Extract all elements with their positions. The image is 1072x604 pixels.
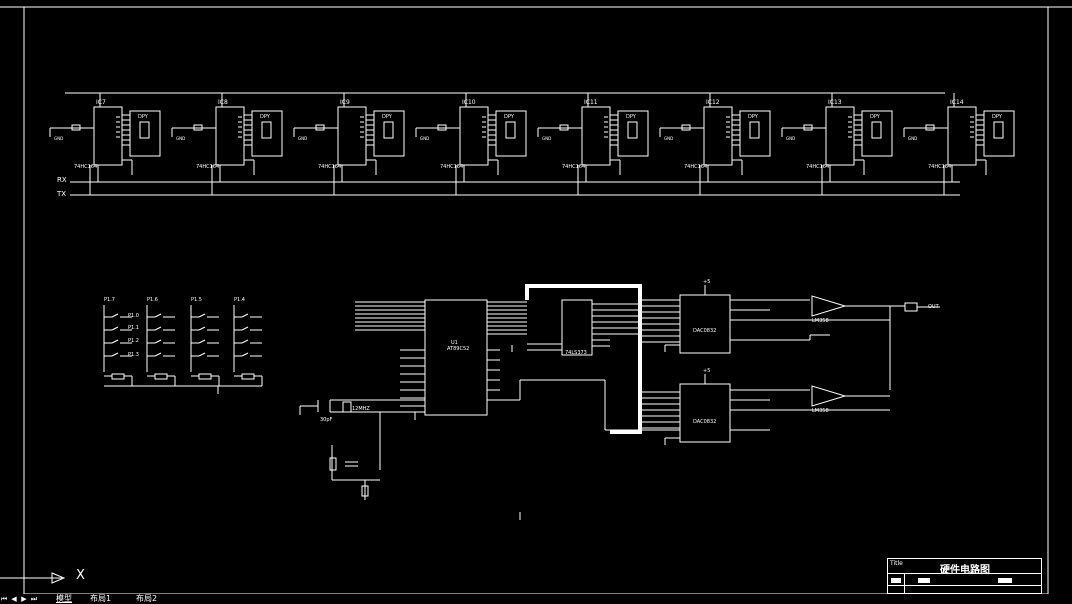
display-unit: IC14 74HC164 DPY GND: [903, 93, 1015, 195]
net-rx-label: RX: [57, 176, 67, 184]
display-digit-label: DPY: [504, 114, 515, 120]
dac1-chip-label: DAC0832: [693, 328, 717, 334]
display-gnd-label: GND: [54, 136, 63, 141]
tab-first-icon[interactable]: ⏮: [0, 595, 8, 603]
mcu-section: [299, 285, 940, 520]
display-ref-label: IC8: [218, 99, 228, 106]
net-tx-label: TX: [57, 190, 67, 198]
key-label-3: P1.3: [128, 352, 139, 358]
dac2-vcc-label: +5: [703, 368, 711, 374]
display-ref-label: IC13: [828, 99, 842, 106]
display-chip-label: 74HC164: [196, 164, 219, 170]
key-label-0: P1.0: [128, 313, 139, 319]
keypad: [103, 305, 263, 394]
title-block-field: [998, 578, 1012, 583]
dac1-vcc-label: +5: [703, 279, 711, 285]
dac2-chip-label: DAC0832: [693, 419, 717, 425]
key-group-label-2: P1.5: [191, 297, 202, 303]
keypad-column: [233, 305, 263, 386]
title-block-field: [918, 578, 930, 583]
title-block-divider: [904, 573, 905, 593]
key-label-1: P1.1: [128, 325, 139, 331]
ucs-x-label: X: [76, 568, 85, 583]
latch-chip-label: 74LS373: [565, 350, 587, 356]
display-gnd-label: GND: [176, 136, 185, 141]
display-units: IC7 74HC164 DPY GND IC8 74HC164 DPY GND IC9 74HC1…: [49, 93, 1015, 195]
display-chip-label: 74HC164: [806, 164, 829, 170]
display-digit-label: DPY: [138, 114, 149, 120]
title-block-divider: [888, 585, 1041, 586]
display-digit-label: DPY: [992, 114, 1003, 120]
key-group-label-0: P1.7: [104, 297, 115, 303]
display-unit: IC12 74HC164 DPY GND: [659, 93, 771, 195]
display-gnd-label: GND: [908, 136, 917, 141]
tab-layout2[interactable]: 布局2: [136, 594, 158, 603]
title-block-label: Title: [890, 560, 903, 567]
ucs-icon: [0, 572, 66, 584]
display-gnd-label: GND: [298, 136, 307, 141]
display-chip-label: 74HC164: [440, 164, 463, 170]
display-chip-label: 74HC164: [684, 164, 707, 170]
display-gnd-label: GND: [420, 136, 429, 141]
display-gnd-label: GND: [786, 136, 795, 141]
tab-model[interactable]: 模型: [56, 594, 72, 603]
display-ref-label: IC12: [706, 99, 720, 106]
mcu-ref-label: U1: [451, 340, 458, 346]
cap-label: 30pF: [320, 417, 333, 423]
key-group-label-3: P1.4: [234, 297, 245, 303]
crystal-label: 12MHZ: [352, 406, 370, 412]
display-chip-label: 74HC164: [74, 164, 97, 170]
display-ref-label: IC10: [462, 99, 476, 106]
title-block: Title 硬件电路图: [887, 558, 1042, 594]
display-unit: IC7 74HC164 DPY GND: [49, 93, 161, 195]
title-block-title: 硬件电路图: [940, 565, 990, 576]
title-block-field: [891, 578, 901, 583]
opamp2-label: LM358: [812, 408, 829, 414]
display-chain: [65, 92, 960, 196]
out-label: OUT: [928, 304, 939, 310]
data-bus: [525, 284, 642, 434]
display-unit: IC8 74HC164 DPY GND: [171, 93, 283, 195]
display-ref-label: IC11: [584, 99, 598, 106]
display-chip-label: 74HC164: [928, 164, 951, 170]
display-unit: IC9 74HC164 DPY GND: [293, 93, 405, 195]
tab-next-icon[interactable]: ▶: [21, 595, 27, 603]
key-group-label-1: P1.6: [147, 297, 158, 303]
display-unit: IC13 74HC164 DPY GND: [781, 93, 893, 195]
display-ref-label: IC9: [340, 99, 350, 106]
display-gnd-label: GND: [542, 136, 551, 141]
title-block-divider: [888, 573, 1041, 574]
display-ref-label: IC7: [96, 99, 106, 106]
display-chip-label: 74HC164: [318, 164, 341, 170]
display-ref-label: IC14: [950, 99, 964, 106]
mcu-chip-label: AT89C52: [447, 346, 470, 352]
display-gnd-label: GND: [664, 136, 673, 141]
display-unit: IC11 74HC164 DPY GND: [537, 93, 649, 195]
keypad-column: [146, 305, 176, 386]
display-unit: IC10 74HC164 DPY GND: [415, 93, 527, 195]
opamp1-label: LM358: [812, 318, 829, 324]
tab-prev-icon[interactable]: ◀: [11, 595, 17, 603]
key-label-2: P1.2: [128, 338, 139, 344]
keypad-column: [103, 305, 133, 386]
tab-last-icon[interactable]: ⏭: [30, 595, 38, 603]
display-digit-label: DPY: [748, 114, 759, 120]
display-digit-label: DPY: [870, 114, 881, 120]
tab-layout1[interactable]: 布局1: [90, 594, 112, 603]
display-digit-label: DPY: [382, 114, 393, 120]
display-digit-label: DPY: [260, 114, 271, 120]
display-chip-label: 74HC164: [562, 164, 585, 170]
layout-tabs-bar: [0, 594, 1072, 604]
display-digit-label: DPY: [626, 114, 637, 120]
keypad-column: [190, 305, 220, 386]
